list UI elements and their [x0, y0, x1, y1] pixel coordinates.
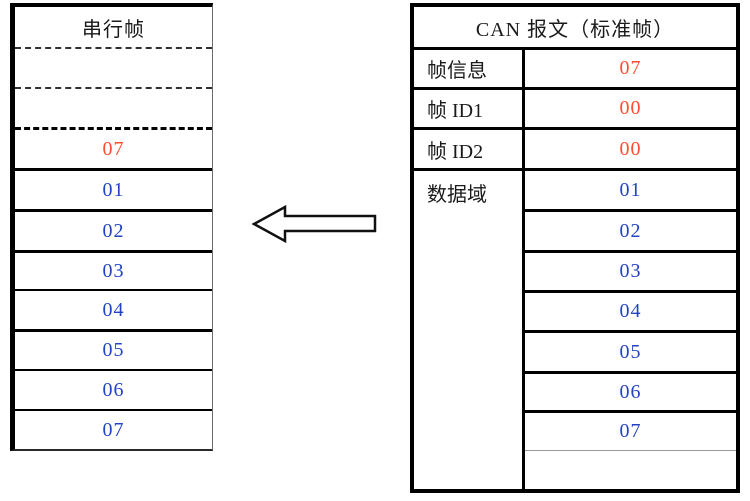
frame-id1-value: 00 [525, 90, 736, 130]
can-message-table: CAN 报文（标准帧） 帧信息 帧 ID1 帧 ID2 数据域 07 00 00… [410, 3, 740, 493]
frame-id1-label: 帧 ID1 [414, 90, 522, 130]
serial-frame-info-byte: 07 [15, 127, 212, 168]
frame-id2-value: 00 [525, 130, 736, 171]
data-field-byte: 06 [525, 374, 736, 413]
frame-info-value: 07 [525, 50, 736, 90]
frame-info-label: 帧信息 [414, 50, 522, 90]
data-field-byte: 02 [525, 212, 736, 253]
data-field-byte: 05 [525, 333, 736, 374]
serial-frame-data-byte: 02 [15, 209, 212, 250]
data-field-byte: 04 [525, 293, 736, 333]
can-message-table-body: 帧信息 帧 ID1 帧 ID2 数据域 07 00 00 01 02 03 04… [414, 50, 736, 489]
can-field-value-column: 07 00 00 01 02 03 04 05 06 07 [525, 50, 736, 489]
serial-frame-table-title: 串行帧 [82, 18, 145, 41]
serial-frame-data-byte: 01 [15, 168, 212, 209]
frame-id2-label: 帧 ID2 [414, 130, 522, 171]
data-field-byte: 01 [525, 171, 736, 212]
data-field-empty-byte [525, 451, 736, 489]
serial-frame-data-byte: 04 [15, 289, 212, 329]
serial-frame-empty-row [15, 87, 212, 127]
data-field-byte: 03 [525, 253, 736, 293]
serial-frame-data-byte: 03 [15, 250, 212, 289]
can-field-label-column: 帧信息 帧 ID1 帧 ID2 数据域 [414, 50, 525, 489]
serial-frame-table: 串行帧 07 01 02 03 04 05 06 07 [10, 3, 213, 451]
serial-frame-empty-row [15, 47, 212, 87]
can-message-table-title: CAN 报文（标准帧） [414, 7, 736, 50]
serial-frame-data-byte: 06 [15, 369, 212, 409]
serial-frame-data-byte: 05 [15, 329, 212, 369]
serial-frame-data-byte: 07 [15, 409, 212, 449]
data-field-byte: 07 [525, 413, 736, 451]
data-field-label: 数据域 [427, 184, 487, 206]
left-arrow-icon [252, 205, 377, 243]
